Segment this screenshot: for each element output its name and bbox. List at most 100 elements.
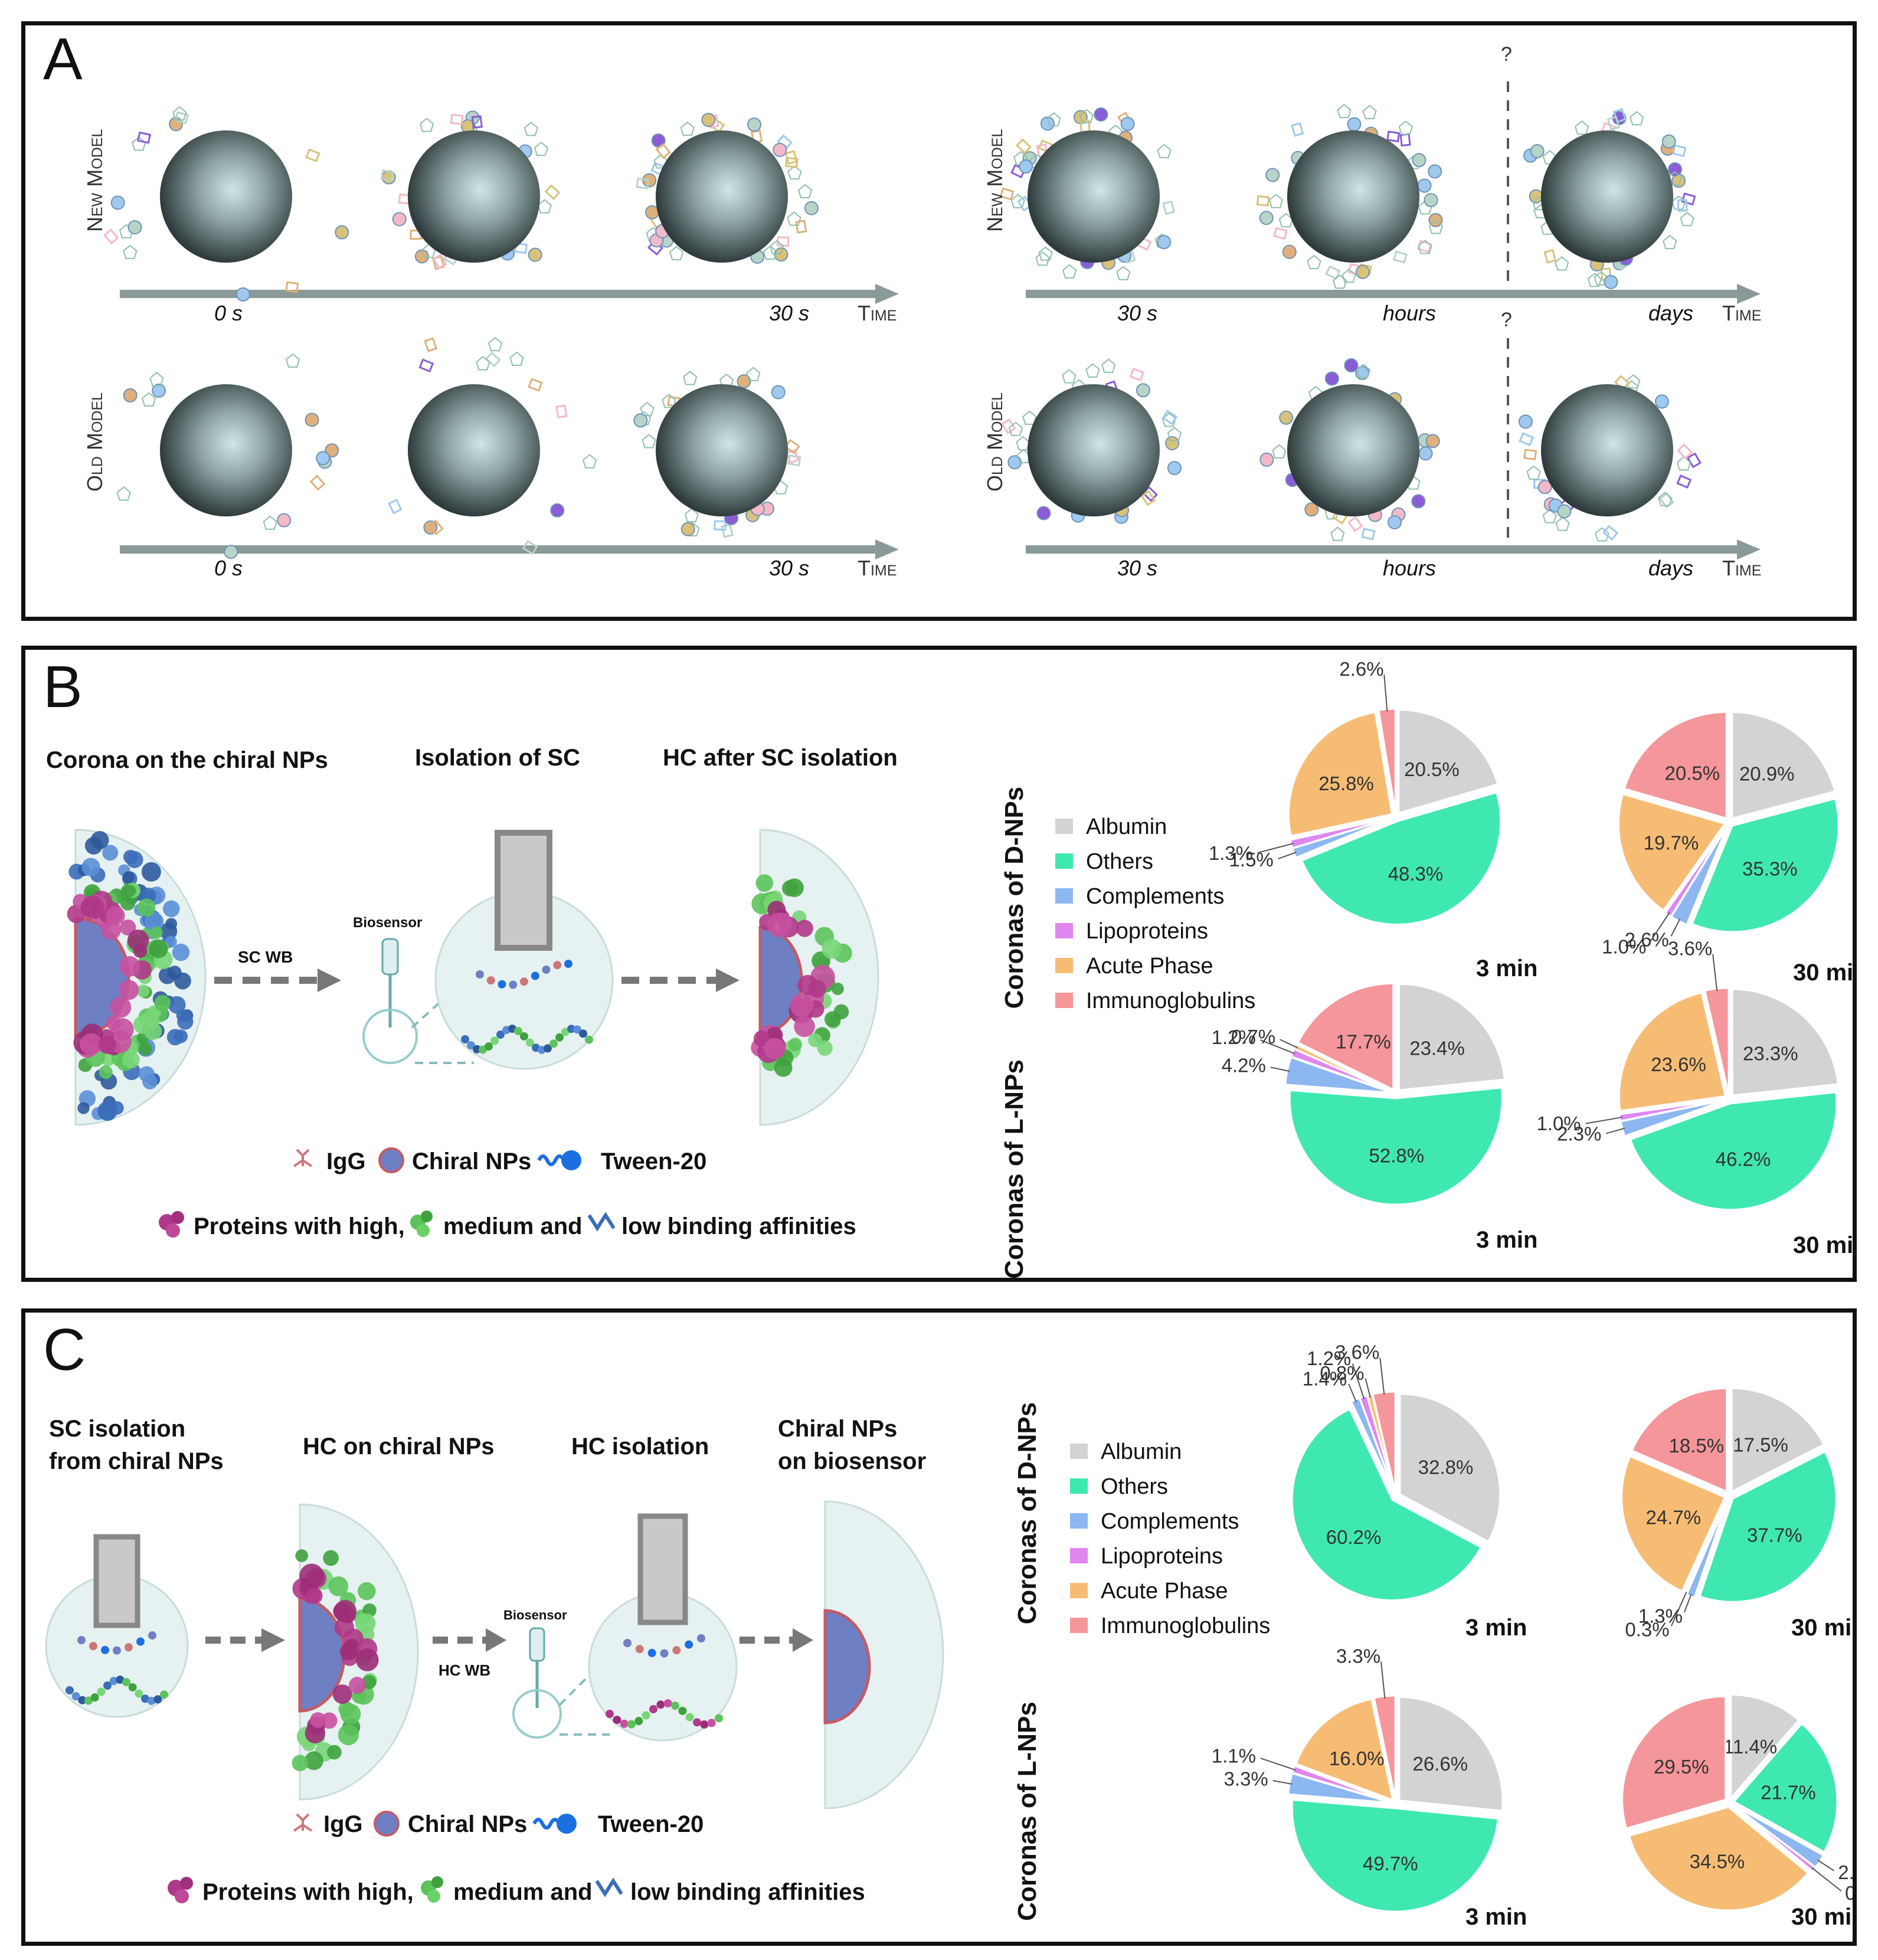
protein-blob: [106, 1015, 122, 1031]
protein-pentagon: [769, 240, 784, 255]
protein-pentagon: [1594, 271, 1608, 286]
protein-pentagon: [1079, 109, 1094, 123]
protein-pentagon: [476, 356, 490, 371]
protein-dot: [160, 1690, 168, 1699]
b-pie-0-slice-4: [1287, 711, 1393, 837]
protein-shape: [1140, 490, 1156, 506]
c-pie-1-slice-1: [1698, 1450, 1837, 1603]
protein-pentagon: [1062, 369, 1077, 384]
b-pie-0-label-3: 1.3%: [1209, 842, 1253, 864]
protein-pentagon: [1595, 527, 1609, 542]
c-title-hc-iso: HC isolation: [571, 1434, 709, 1460]
protein-dot: [1347, 117, 1362, 132]
protein-dot: [136, 1637, 145, 1646]
protein-dot: [128, 1683, 137, 1691]
protein-blob: [292, 1755, 309, 1772]
c-low-affinity-icon: [595, 1877, 623, 1897]
protein-dot: [715, 1714, 723, 1723]
protein-blob: [808, 1033, 822, 1048]
protein-blob: [310, 1712, 326, 1728]
protein-shape: [285, 281, 299, 293]
protein-blob: [102, 845, 119, 861]
protein-shape: [555, 404, 568, 418]
protein-dot: [685, 1713, 694, 1722]
c-group-label-d: Coronas of D-NPs: [1013, 1402, 1042, 1624]
c-pie-0-label-3: 1.2%: [1307, 1347, 1351, 1369]
protein-dot: [1661, 134, 1676, 149]
c-pie-1-label-2: 1.3%: [1638, 1605, 1683, 1627]
protein-dot: [685, 1640, 693, 1649]
b-pie-2-leader-3: [1259, 1039, 1295, 1055]
protein-blob: [110, 996, 132, 1018]
protein-shape: [380, 169, 395, 182]
protein-dot: [71, 1692, 80, 1701]
protein-blob: [141, 862, 161, 882]
c-pie-0-label-4: 0.8%: [1320, 1362, 1364, 1384]
protein-blob: [767, 912, 792, 937]
time-hours-top: hours: [1383, 301, 1436, 325]
protein-blob: [339, 1607, 356, 1624]
c-legend-medium: medium and: [453, 1879, 593, 1905]
protein-dot: [1518, 414, 1533, 429]
protein-blob: [81, 858, 100, 876]
protein-dot: [335, 225, 349, 240]
protein-dot: [305, 413, 319, 427]
protein-dot: [633, 413, 648, 428]
protein-dot: [520, 1032, 528, 1040]
protein-dot: [66, 1686, 74, 1694]
protein-blob: [127, 930, 149, 951]
protein-dot: [623, 1639, 632, 1647]
b-title-isolation: Isolation of SC: [415, 745, 580, 771]
c-pie-2-label-1: 49.7%: [1363, 1853, 1418, 1874]
b-legend-label-1: Others: [1086, 849, 1153, 874]
protein-blob: [120, 895, 136, 911]
protein-dot: [514, 1027, 522, 1036]
b-pie-3-slice-1: [1629, 1091, 1838, 1211]
protein-dot: [649, 1705, 657, 1714]
b-medium-affinity-icon: [410, 1210, 433, 1237]
protein-dot: [1417, 178, 1432, 193]
protein-pentagon: [1342, 269, 1356, 283]
protein-dot: [147, 1696, 156, 1705]
protein-blob: [84, 836, 103, 855]
protein-dot: [101, 1645, 109, 1654]
b-pie-1-label-1: 35.3%: [1742, 858, 1798, 880]
c-legend-high: Proteins with high,: [202, 1879, 414, 1905]
c-biosensor-label: Biosensor: [503, 1608, 567, 1622]
c-pie-0-leader-3: [1352, 1363, 1365, 1399]
c-pie-1-label-5: 18.5%: [1668, 1435, 1724, 1457]
b-pie-1-slice-4: [1618, 793, 1726, 912]
protein-shape: [1681, 192, 1696, 206]
protein-pentagon: [746, 367, 761, 381]
protein-blob: [133, 1015, 152, 1034]
c-legend-nps: Chiral NPs: [408, 1811, 527, 1837]
c-pie-1-label-4: 24.7%: [1645, 1506, 1701, 1528]
nanoparticle-sphere-4: [408, 384, 540, 516]
c-pie-0-label-5: 3.6%: [1335, 1341, 1379, 1363]
time-0s-bottom: 0 s: [214, 556, 243, 580]
c-pie-3-label-1: 21.7%: [1761, 1782, 1816, 1804]
protein-dot: [520, 977, 528, 986]
b-pie-1-slice-5: [1623, 711, 1728, 820]
c-pie-2-leader-2: [1272, 1779, 1293, 1785]
c-legend-low: low binding affinities: [630, 1879, 865, 1905]
b-tween-icon: [537, 1150, 581, 1170]
protein-dot: [277, 513, 292, 528]
b-pie-0-leader-3: [1257, 843, 1294, 853]
protein-shape: [309, 475, 326, 491]
protein-pentagon: [534, 142, 549, 156]
protein-dot: [113, 1646, 121, 1655]
protein-blob: [120, 920, 136, 936]
c-pie-3-label-4: 34.5%: [1690, 1850, 1745, 1872]
protein-pentagon: [488, 336, 503, 352]
b-biosensor: Biosensor: [353, 915, 475, 1064]
time-axis-label-3: Time: [1722, 301, 1761, 325]
protein-blob: [340, 1703, 361, 1725]
c-legend-icons: IgG Chiral NPs Tween-20 Proteins with hi…: [168, 1811, 865, 1905]
protein-blob: [774, 1058, 793, 1077]
protein-blob: [348, 1677, 366, 1694]
nanoparticle-sphere-7: [1287, 130, 1419, 263]
b-pie-2-slice-1: [1288, 1087, 1503, 1206]
protein-pentagon: [797, 184, 813, 198]
c-pie-3-time: 30 min: [1791, 1904, 1853, 1930]
